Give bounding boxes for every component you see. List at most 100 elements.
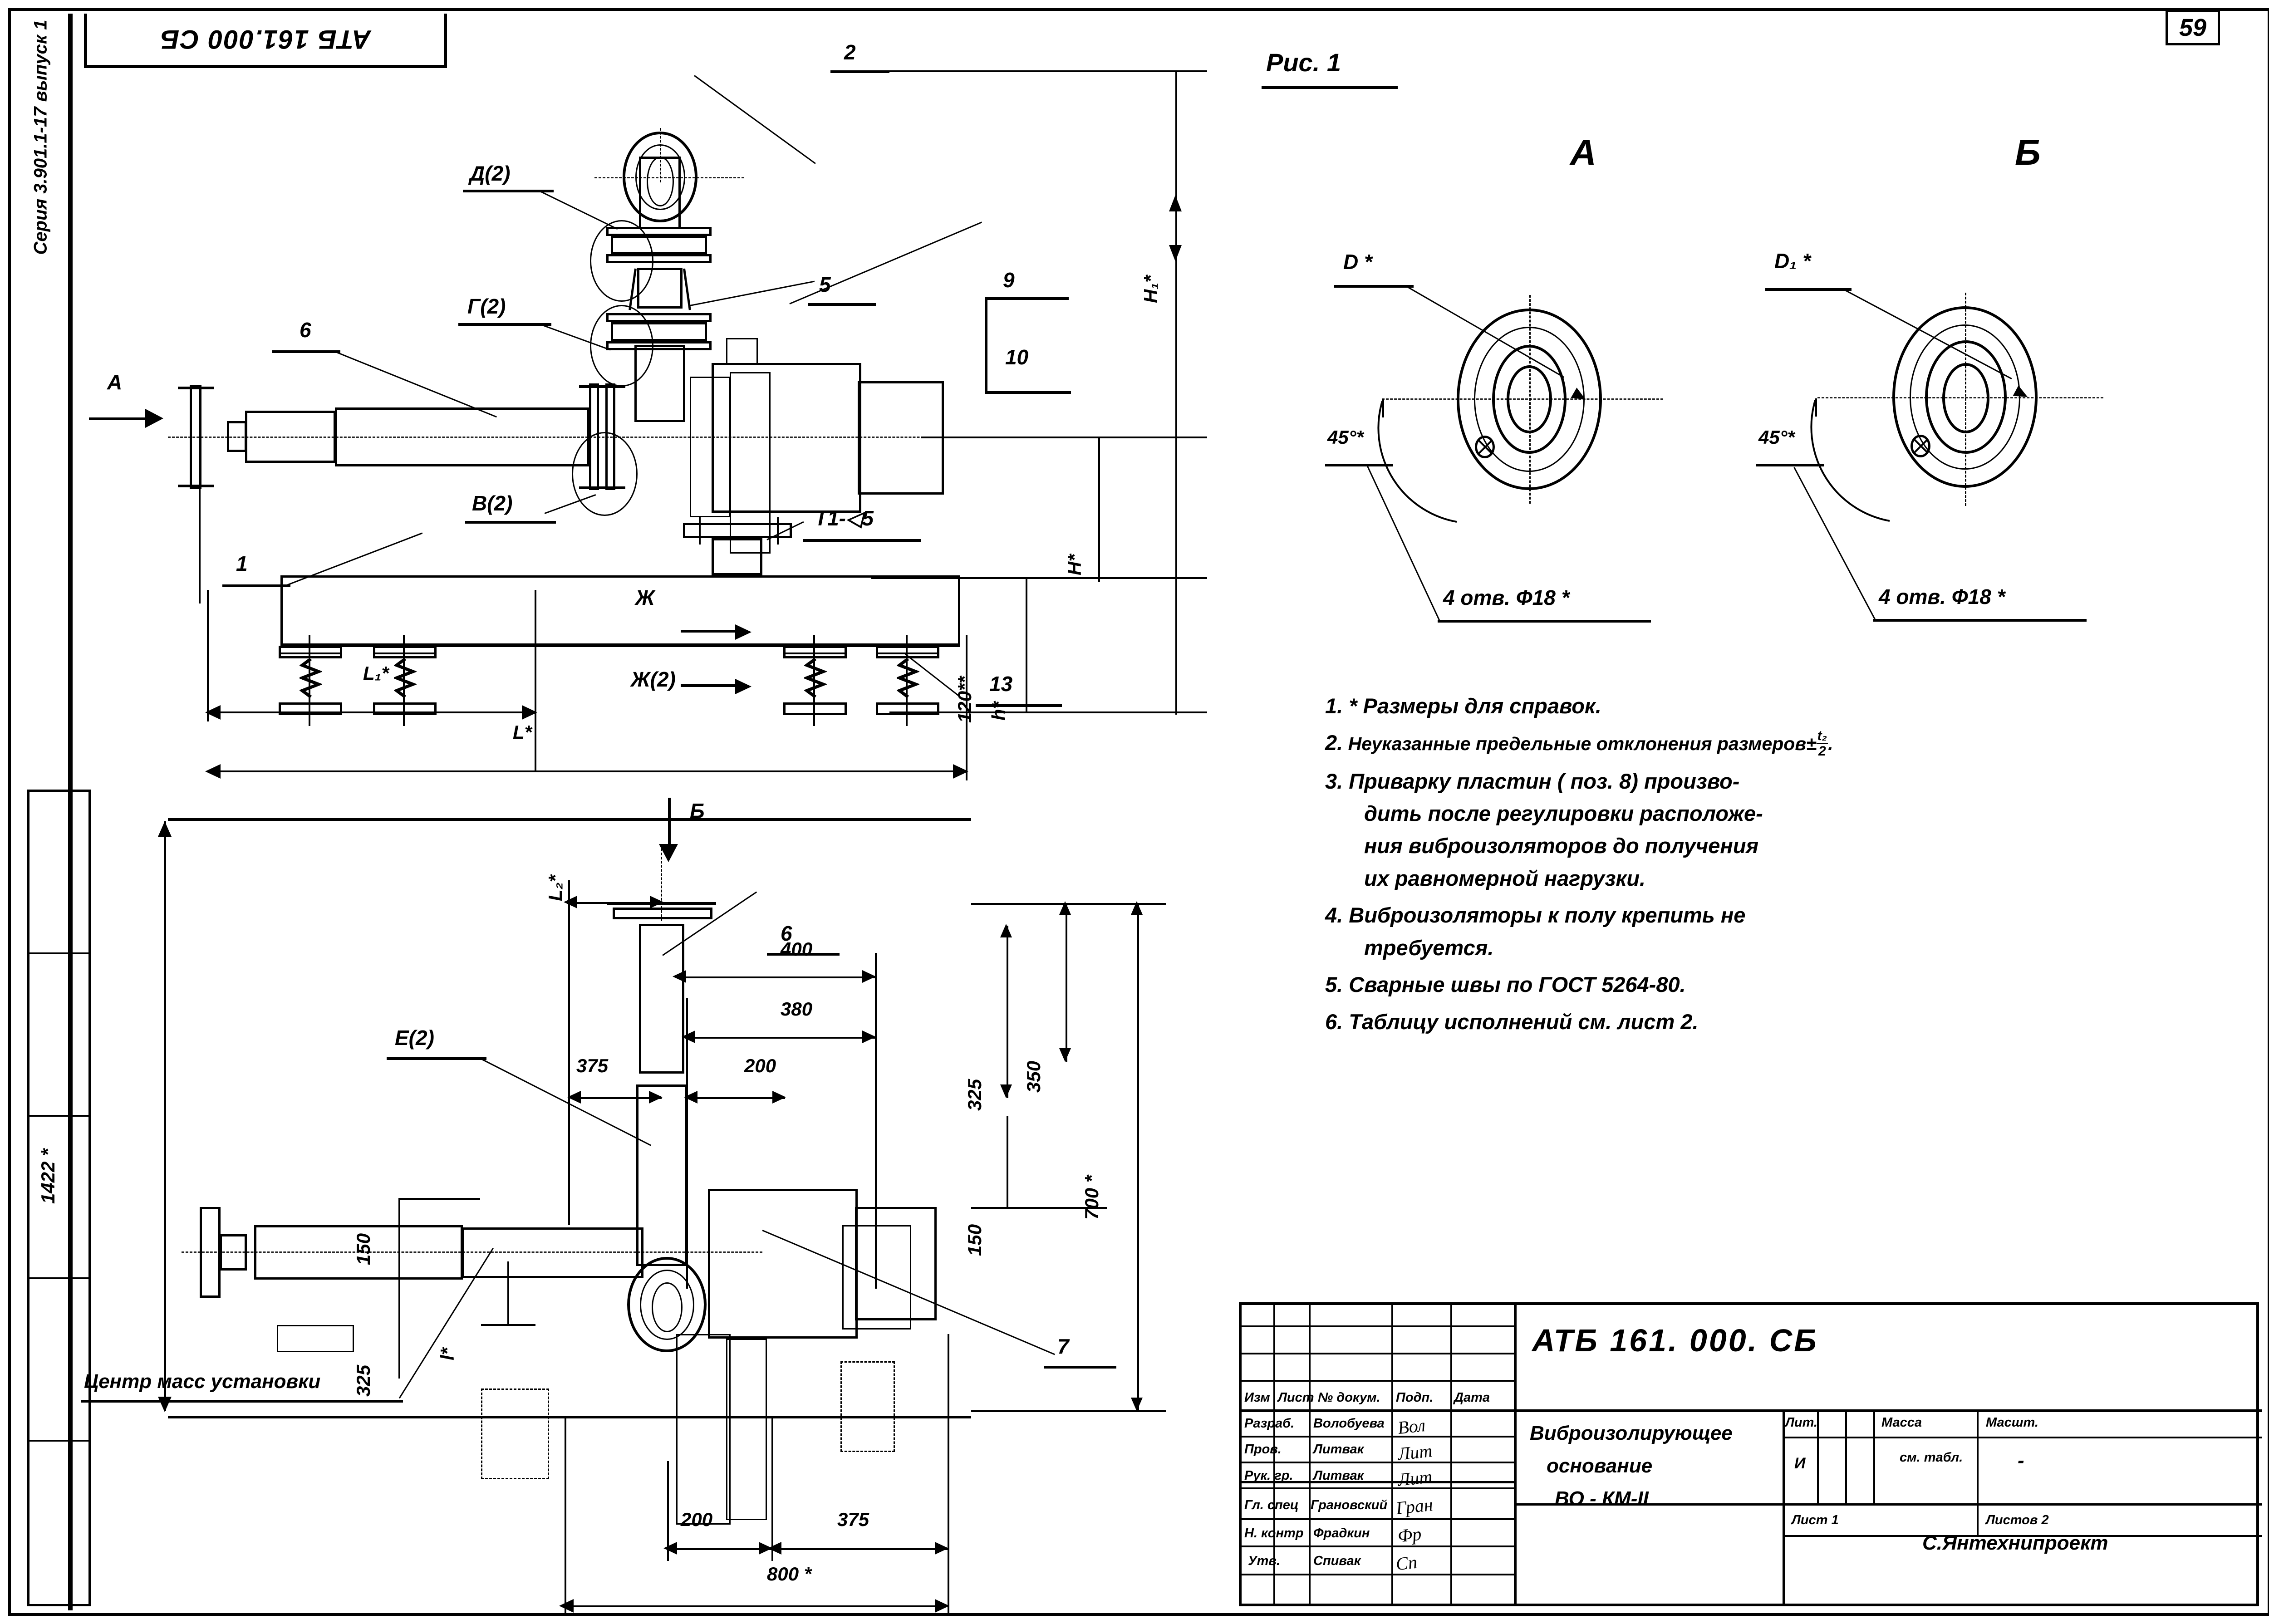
dim-375a: 375 bbox=[576, 1055, 609, 1076]
detail-label-e2: Е(2) bbox=[395, 1026, 434, 1050]
tb-organization: С.Янтехнипроект bbox=[1922, 1532, 2108, 1554]
part-label-6: 6 bbox=[300, 318, 311, 342]
spring-icon bbox=[394, 659, 417, 698]
plan-pipe-upper bbox=[639, 924, 684, 1074]
tb-signature: Лит bbox=[1396, 1440, 1434, 1464]
dim-L1: L₁* bbox=[363, 662, 389, 684]
note-number: 1. bbox=[1325, 694, 1343, 718]
tb-name: Литвак bbox=[1313, 1442, 1364, 1457]
dim-800: 800 * bbox=[767, 1563, 812, 1585]
tb-doc-code: АТБ 161. 000. СБ bbox=[1532, 1323, 1818, 1358]
tb-name: Волобуева bbox=[1313, 1416, 1385, 1431]
plan-pad-small bbox=[277, 1325, 354, 1352]
tb-role: Утв. bbox=[1248, 1554, 1280, 1568]
plan-bracket-2 bbox=[726, 1339, 767, 1520]
isolator-top-plate bbox=[279, 646, 342, 658]
tb-role: Разраб. bbox=[1244, 1416, 1295, 1431]
main-elevation-view: А bbox=[0, 0, 1252, 780]
page-number-box: 59 bbox=[2166, 10, 2220, 45]
tb-name: Спивак bbox=[1313, 1554, 1361, 1568]
isolator-top-plate bbox=[373, 646, 437, 658]
tb-signature: Лит bbox=[1396, 1466, 1434, 1490]
holes-callout: 4 отв. Ф18 * bbox=[1443, 586, 1570, 609]
plan-valve-inner bbox=[652, 1282, 683, 1332]
detail-label-zh2: Ж(2) bbox=[631, 667, 676, 691]
note-continuation: требуется. bbox=[1364, 935, 1494, 960]
discharge-nozzle bbox=[712, 538, 762, 575]
note-item: 2. Неуказанные предельные отклонения раз… bbox=[1325, 726, 2233, 760]
tb-header-podp: Подп. bbox=[1396, 1390, 1434, 1405]
plan-bracket bbox=[676, 1334, 731, 1525]
tb-role: Пров. bbox=[1244, 1442, 1282, 1457]
isolator-top-plate bbox=[783, 646, 847, 658]
tb-stamp-lit: Лит. bbox=[1785, 1415, 1818, 1430]
plan-mount-pad bbox=[842, 1225, 911, 1330]
tb-signature: Вол bbox=[1396, 1414, 1427, 1438]
plan-caption: Центр масс установки bbox=[84, 1370, 321, 1393]
left-margin-table bbox=[27, 790, 91, 1606]
note-item: 4. Виброизоляторы к полу крепить не треб… bbox=[1325, 899, 2233, 964]
section-arrow-label-a: А bbox=[107, 370, 123, 394]
plan-view: Б Е(2) 6 bbox=[0, 771, 1252, 1624]
tb-product-name-line-2: основание bbox=[1547, 1455, 1653, 1477]
tolerance-sign: ± bbox=[1806, 733, 1817, 755]
tb-header-data: Дата bbox=[1454, 1390, 1490, 1405]
note-number: 5. bbox=[1325, 972, 1343, 997]
isolator-bottom-plate bbox=[876, 702, 939, 715]
notes-list: 1. * Размеры для справок. 2. Неуказанные… bbox=[1325, 690, 2233, 1042]
detail-view-a: А D * 45°* 4 отв. Ф18 * bbox=[1316, 127, 1747, 662]
plan-pipe-horizontal-2 bbox=[462, 1227, 643, 1278]
dim-H1: H₁* bbox=[1140, 275, 1161, 303]
plan-pump-casing bbox=[708, 1189, 858, 1339]
dim-l: l* bbox=[437, 1347, 458, 1360]
tb-literal: И bbox=[1794, 1455, 1806, 1472]
note-continuation: их равномерной нагрузки. bbox=[1364, 866, 1646, 890]
tb-role: Н. контр bbox=[1244, 1526, 1304, 1541]
tb-stamp-massa: Масса bbox=[1881, 1415, 1922, 1430]
pump-casing bbox=[712, 363, 861, 513]
dim-D: D * bbox=[1343, 250, 1372, 274]
plan-valve-mid bbox=[640, 1270, 694, 1340]
sheet-inner-border bbox=[68, 14, 2264, 1610]
part-label-1: 1 bbox=[236, 552, 248, 575]
spring-icon bbox=[804, 659, 827, 698]
note-item: 1. * Размеры для справок. bbox=[1325, 690, 2233, 722]
detail-circle-v bbox=[572, 432, 638, 516]
detail-view-a-title: А bbox=[1570, 132, 1596, 172]
plan-part-label-7: 7 bbox=[1057, 1335, 1069, 1358]
dim-700: 700 * bbox=[1081, 1175, 1102, 1220]
dim-200a: 200 bbox=[744, 1055, 776, 1076]
holes-callout: 4 отв. Ф18 * bbox=[1879, 585, 2005, 608]
detail-label-d2: Д(2) bbox=[470, 162, 511, 185]
spring-icon bbox=[300, 659, 322, 698]
bolt-hole-icon bbox=[1910, 435, 1930, 457]
detail-label-zh: Ж bbox=[635, 586, 655, 609]
part-label-9: 9 bbox=[1003, 268, 1015, 292]
dim-L: L* bbox=[513, 721, 532, 743]
leader-arrow bbox=[735, 679, 751, 694]
angle-arc bbox=[1377, 401, 1457, 523]
tb-header-list: Лист bbox=[1278, 1390, 1314, 1405]
detail-circle-d bbox=[590, 220, 653, 302]
plan-motor-body bbox=[855, 1207, 937, 1320]
dim-325a: 325 bbox=[353, 1364, 374, 1397]
note-item: 6. Таблицу исполнений см. лист 2. bbox=[1325, 1006, 2233, 1038]
dim-150a: 150 bbox=[353, 1233, 374, 1265]
tb-stamp-scale: Масшт. bbox=[1986, 1415, 2039, 1430]
tb-signature: Гран bbox=[1395, 1494, 1434, 1519]
tb-name: Фрадкин bbox=[1313, 1526, 1370, 1541]
dim-1422: 1422 * bbox=[37, 1148, 59, 1204]
title-block: Изм Лист № докум. Подп. Дата Разраб. Вол… bbox=[1239, 1302, 2262, 1606]
plan-mount-pad-dashed bbox=[481, 1388, 549, 1479]
tb-signature: Сп bbox=[1395, 1551, 1418, 1575]
section-arrow-head-a bbox=[145, 409, 163, 428]
part-label-13: 13 bbox=[989, 672, 1013, 696]
note-text: Таблицу исполнений см. лист 2. bbox=[1349, 1009, 1699, 1034]
angle-arc bbox=[1810, 400, 1890, 522]
plan-pipe-lower bbox=[636, 1084, 687, 1266]
note-continuation: ния виброизоляторов до получения bbox=[1364, 834, 1759, 858]
isolator-bottom-plate bbox=[373, 702, 437, 715]
dim-H: H* bbox=[1064, 554, 1085, 575]
tb-mass: см. табл. bbox=[1900, 1450, 1963, 1465]
